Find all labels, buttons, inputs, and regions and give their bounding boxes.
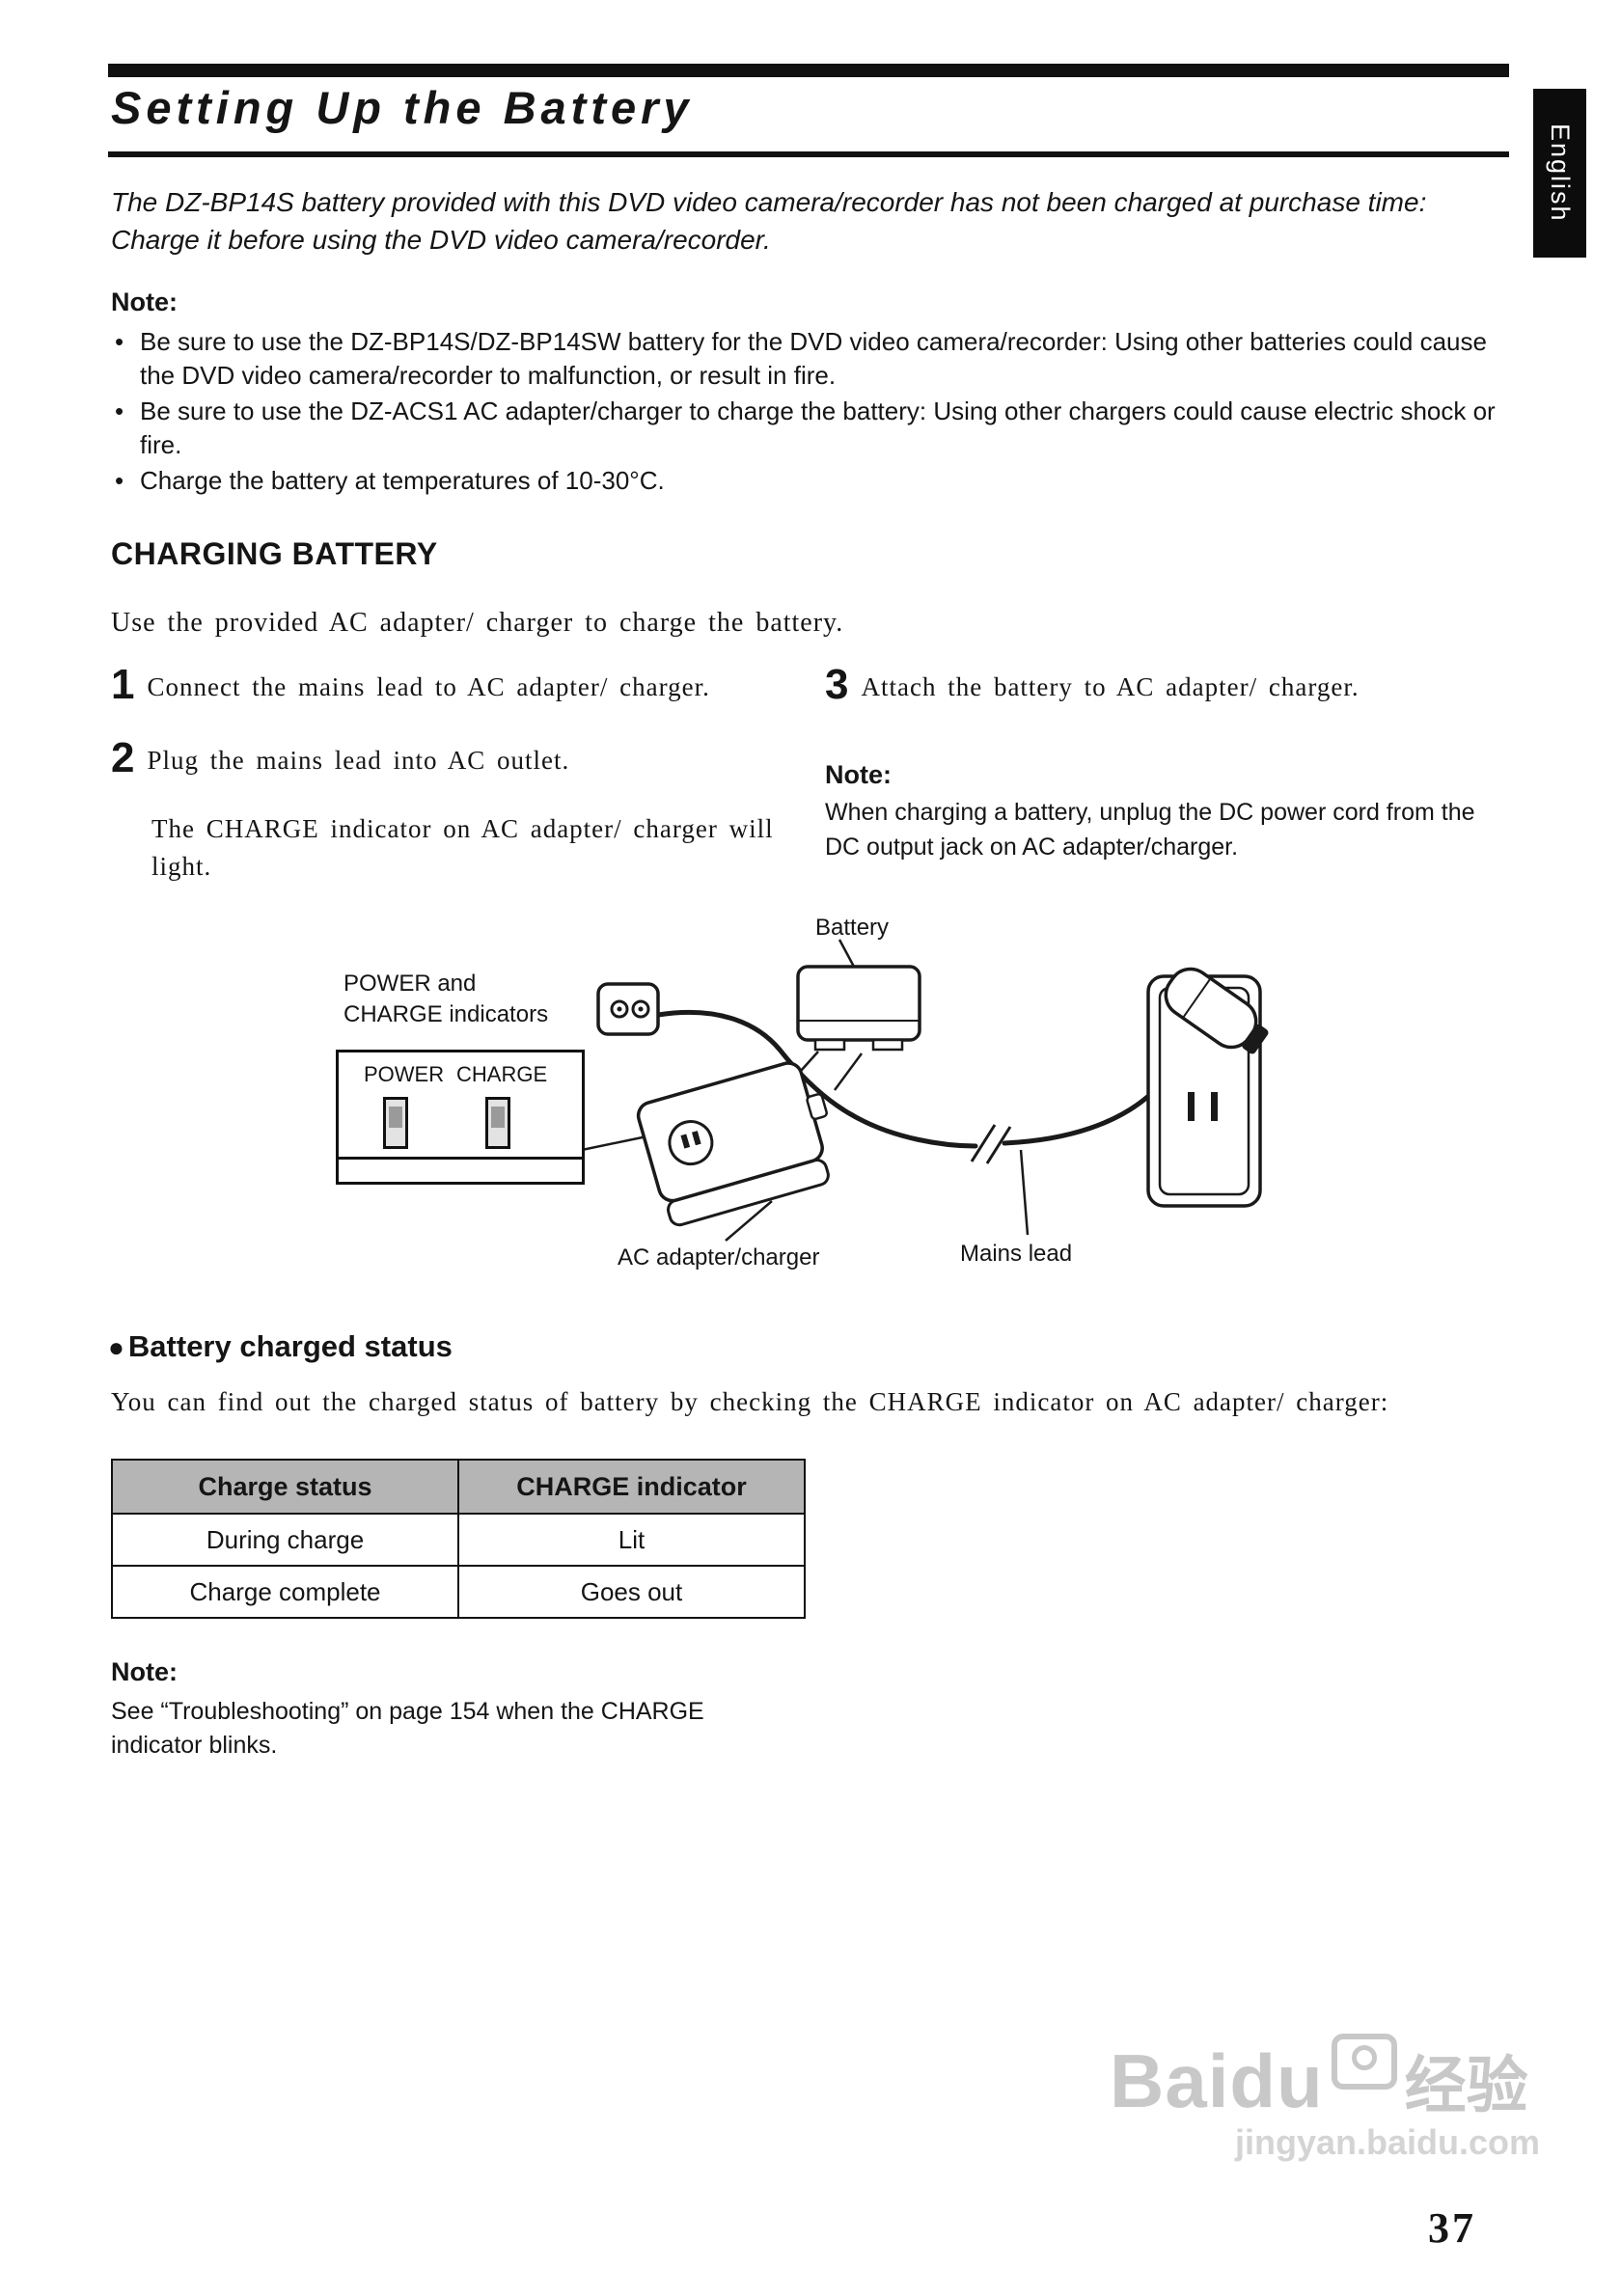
camera-icon	[1331, 2034, 1397, 2090]
step-number: 1	[111, 661, 135, 708]
table-header-cell: Charge status	[111, 1459, 459, 1515]
charging-diagram-art	[581, 939, 1269, 1242]
charging-lead-text: Use the provided AC adapter/ charger to …	[111, 608, 844, 638]
note-bullet-list: • Be sure to use the DZ-BP14S/DZ-BP14SW …	[111, 325, 1510, 498]
table-cell: During charge	[111, 1513, 459, 1567]
mains-lead-label: Mains lead	[960, 1241, 1073, 1267]
note-bullet-text: Be sure to use the DZ-ACS1 AC adapter/ch…	[140, 396, 1496, 459]
top-rule	[108, 64, 1509, 77]
page-title: Setting Up the Battery	[111, 82, 694, 133]
watermark-url: jingyan.baidu.com	[1235, 2122, 1541, 2162]
watermark-brand-suffix: 经验	[1404, 2051, 1528, 2120]
step-number: 3	[825, 661, 849, 708]
baidu-watermark: Baidu 经验 jingyan.baidu.com	[1110, 2034, 1541, 2163]
step-text: Plug the mains lead into AC outlet.	[147, 746, 570, 775]
charge-status-table: Charge status CHARGE indicator During ch…	[111, 1459, 806, 1619]
mains-connector-illustration	[596, 982, 660, 1036]
table-cell: Charge complete	[111, 1565, 459, 1619]
battery-leader-line	[838, 939, 856, 968]
step-text: Attach the battery to AC adapter/ charge…	[861, 672, 1360, 701]
watermark-brand: Baidu	[1110, 2038, 1324, 2123]
indicators-label: POWER and CHARGE indicators	[343, 970, 549, 1027]
section-heading-charging-battery: CHARGING BATTERY	[111, 536, 438, 571]
bullet-icon: •	[115, 396, 124, 425]
page-number: 37	[1428, 2204, 1476, 2252]
step-number: 2	[111, 734, 135, 781]
section-bullet-icon: ●	[108, 1332, 124, 1362]
battery-label: Battery	[815, 915, 890, 941]
bullet-icon: •	[115, 466, 124, 495]
steps-area: 1 Connect the mains lead to AC adapter/ …	[111, 664, 1510, 895]
note-3-text: See “Troubleshooting” on page 154 when t…	[111, 1698, 704, 1759]
camera-lens-icon	[1351, 2045, 1377, 2070]
intro-paragraph: The DZ-BP14S battery provided with this …	[111, 187, 1427, 255]
note-bullet: • Charge the battery at temperatures of …	[111, 464, 1510, 498]
adapter-label: AC adapter/charger	[618, 1244, 820, 1271]
language-tab: English	[1533, 89, 1586, 258]
note-label: Note:	[111, 1657, 178, 1686]
table-cell: Lit	[457, 1513, 806, 1567]
note-block-1: Note: • Be sure to use the DZ-BP14S/DZ-B…	[111, 287, 1510, 500]
note-bullet: • Be sure to use the DZ-BP14S/DZ-BP14SW …	[111, 325, 1510, 393]
mains-leader-line	[1019, 1149, 1030, 1236]
section-heading-text: Battery charged status	[127, 1329, 453, 1363]
mains-lead-cable	[655, 1009, 978, 1149]
section-heading-battery-charged-status: ●Battery charged status	[108, 1329, 453, 1364]
note-bullet-text: Be sure to use the DZ-BP14S/DZ-BP14SW ba…	[140, 327, 1487, 390]
title-underline-rule	[108, 151, 1509, 157]
ac-adapter-illustration	[636, 1061, 830, 1227]
charge-indicator-lamp	[491, 1107, 505, 1128]
charged-status-lead-text: You can find out the charged status of b…	[111, 1387, 1389, 1416]
note-label: Note:	[825, 760, 892, 789]
charge-indicator-label: CHARGE	[456, 1062, 548, 1086]
note-label: Note:	[111, 287, 178, 316]
note-block-3: Note: See “Troubleshooting” on page 154 …	[111, 1657, 709, 1763]
battery-illustration	[791, 965, 921, 1091]
power-indicator-label: POWER	[364, 1062, 445, 1086]
table-header-row: Charge status CHARGE indicator	[111, 1459, 806, 1515]
step-text: Connect the mains lead to AC adapter/ ch…	[147, 672, 710, 701]
table-row: Charge complete Goes out	[111, 1565, 806, 1619]
watermark-brand-row: Baidu 经验	[1110, 2034, 1534, 2118]
charge-indicator-window	[485, 1097, 510, 1149]
table-cell: Goes out	[457, 1565, 806, 1619]
plug-illustration	[1164, 967, 1269, 1054]
power-indicator-window	[383, 1097, 408, 1149]
step-1: 1 Connect the mains lead to AC adapter/ …	[111, 664, 710, 706]
adapter-leader-line	[725, 1200, 773, 1242]
callout-divider-line	[339, 1157, 582, 1160]
step-3: 3 Attach the battery to AC adapter/ char…	[825, 664, 1360, 706]
step-2: 2 Plug the mains lead into AC outlet.	[111, 737, 569, 779]
cable-break-icon	[970, 1124, 997, 1162]
bullet-icon: •	[115, 327, 124, 356]
note-bullet-text: Charge the battery at temperatures of 10…	[140, 466, 665, 495]
charge-indicator-detail: The CHARGE indicator on AC adapter/ char…	[151, 814, 774, 881]
note-2-text: When charging a battery, unplug the DC p…	[825, 799, 1475, 861]
note-bullet: • Be sure to use the DZ-ACS1 AC adapter/…	[111, 395, 1510, 462]
power-indicator-lamp	[389, 1107, 402, 1128]
cable-break-icon	[985, 1126, 1012, 1164]
charging-diagram: Battery POWER and CHARGE indicators AC a…	[0, 907, 1621, 1331]
language-tab-label: English	[1546, 123, 1575, 223]
indicator-callout-box: POWER CHARGE	[336, 1050, 585, 1185]
table-row: During charge Lit	[111, 1513, 806, 1567]
table-header-cell: CHARGE indicator	[457, 1459, 806, 1515]
